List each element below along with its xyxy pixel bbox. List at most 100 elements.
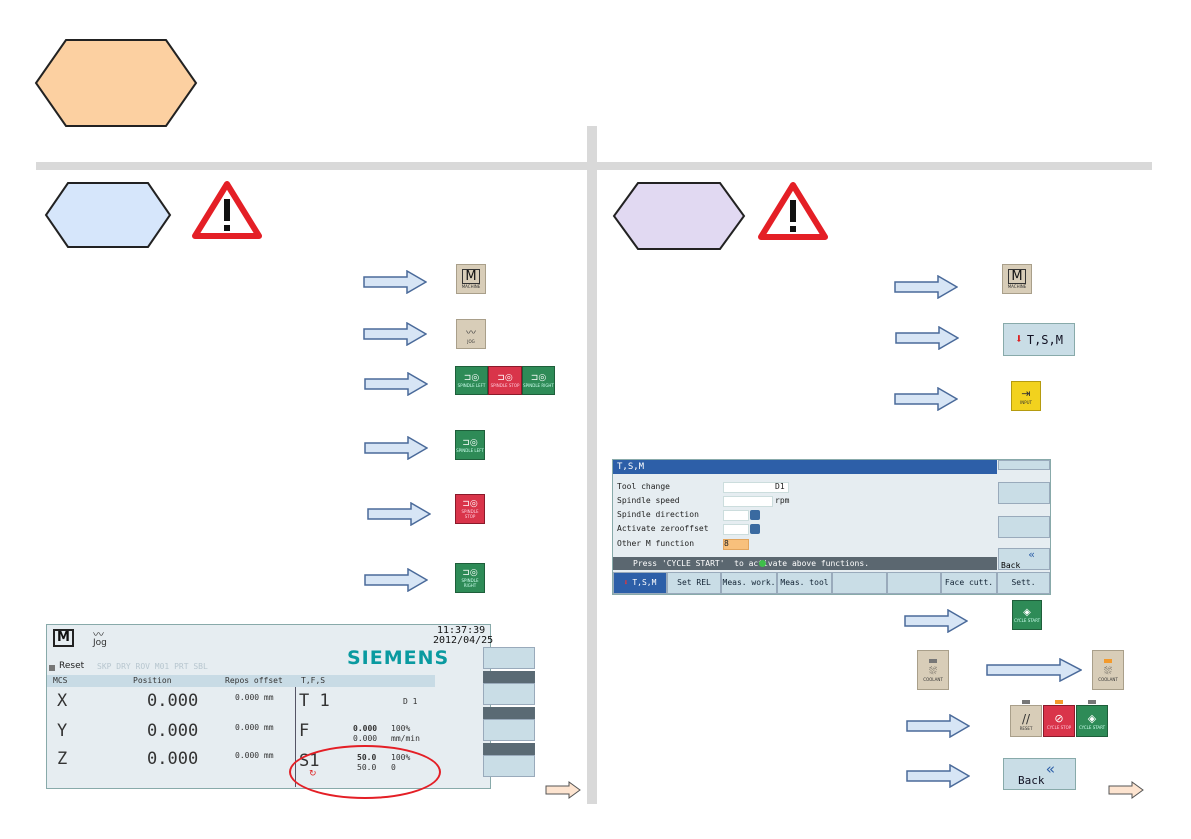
tool-icon: ⬇ [1015,332,1023,347]
coolant-label: COOLANT [923,676,943,682]
softkey-meas-tool[interactable]: Meas. tool [777,572,832,594]
cycle-start-label: CYCLE START [1013,618,1041,623]
arrow-right-icon [895,326,959,350]
cycle-start-button[interactable]: ◈ CYCLE START [1076,700,1108,737]
back-label: Back [1001,561,1021,570]
spindle-icon: ⊐◎ [462,568,478,578]
vertical-softkey[interactable] [483,755,535,777]
machine-button[interactable]: M MACHINE [456,264,486,294]
next-page-arrow-icon[interactable] [545,781,581,799]
spindle-left-label: SPINDLE LEFT [456,447,484,453]
back-button[interactable]: « Back [1003,758,1076,790]
m-function-input[interactable] [723,539,749,550]
machine-label: MACHINE [1007,284,1027,289]
back-label: Back [1018,774,1045,787]
axis-repos: 0.000 mm [235,723,274,732]
softkey-set-rel[interactable]: Set REL [667,572,721,594]
axis-position: 0.000 [147,749,199,769]
vertical-softkey[interactable] [998,482,1050,504]
input-button[interactable]: ⇥ INPUT [1011,381,1041,411]
coolant-icon: ⛆ [929,665,937,677]
coolant-icon: ⛆ [1104,665,1112,677]
reset-button[interactable]: // RESET [1010,700,1042,737]
tool-change-input[interactable] [723,482,789,493]
jog-button[interactable]: 〰 JOG [456,319,486,349]
field-value: D1 [775,482,785,491]
softkey-meas-work[interactable]: Meas. work. [721,572,777,594]
softkey-tsm[interactable]: ⬇T,S,M [613,572,667,594]
coolant-label: COOLANT [1098,676,1118,682]
input-icon: ⇥ [1021,387,1031,400]
cycle-start-button[interactable]: ◈ CYCLE START [1012,600,1042,630]
hint-bar [613,557,997,570]
arrow-right-icon [906,714,970,738]
feed-value-actual: 0.000 [353,734,378,743]
arrow-right-icon [894,275,958,299]
spindle-speed-input[interactable] [723,496,773,507]
header-repos: Repos offset [225,676,283,685]
header-mcs: MCS [53,676,68,685]
led-on-indicator [1104,658,1112,663]
tsm-label: T,S,M [1026,332,1063,347]
led-off-indicator [929,658,937,663]
reset-label: RESET [1019,725,1033,731]
tool-icon: ⬇ [623,578,629,587]
jog-icon: 〰 [93,628,104,641]
cycle-stop-button[interactable]: ⊘ CYCLE STOP [1043,700,1075,737]
vertical-softkey[interactable] [483,683,535,705]
spindle-right-button[interactable]: ⊐◎ SPINDLE RIGHT [455,563,485,593]
column-divider [295,687,296,787]
led-indicator [1055,700,1063,704]
highlight-ellipse [289,745,441,799]
spindle-stop-button[interactable]: ⊐◎ SPINDLE STOP [488,366,522,395]
axis-repos: 0.000 mm [235,693,274,702]
coolant-button[interactable]: ⛆ COOLANT [1092,650,1124,690]
softkey-face-cutt[interactable]: Face cutt. [941,572,997,594]
table-header-bar [47,675,435,687]
spindle-icon: ⊐◎ [462,437,478,448]
back-softkey[interactable]: « Back [998,548,1050,570]
spindle-stop-button[interactable]: ⊐◎ SPINDLE STOP [455,494,485,524]
reset-icon: // [1021,711,1031,726]
warning-icon [758,182,828,240]
header-position: Position [133,676,172,685]
axis-name: X [57,691,68,711]
next-page-arrow-icon[interactable] [1108,781,1144,799]
spindle-direction-input[interactable] [723,510,749,521]
led-indicator [1088,700,1096,704]
softkey-empty[interactable] [832,572,887,594]
jog-label: Jog [93,638,107,648]
machine-button[interactable]: M MACHINE [1002,264,1032,294]
tsm-title-bar [613,460,997,474]
back-chevron-icon: « [1046,760,1056,778]
coolant-button[interactable]: ⛆ COOLANT [917,650,949,690]
spindle-left-button[interactable]: ⊐◎ SPINDLE LEFT [455,366,488,395]
mode-icon: M [53,629,74,647]
arrow-right-icon [894,387,958,411]
date-readout: 2012/04/25 [433,635,494,646]
right-hexagon [612,182,746,250]
axis-repos: 0.000 mm [235,751,274,760]
toggle-icon[interactable] [750,510,760,520]
axis-name: Z [57,749,68,769]
vertical-softkey[interactable] [483,647,535,669]
toggle-icon[interactable] [750,524,760,534]
led-indicator [1022,700,1030,704]
vertical-softkey[interactable] [998,516,1050,538]
vertical-softkey[interactable] [998,460,1050,470]
arrow-right-icon [364,436,428,460]
softkey-empty[interactable] [887,572,941,594]
tool-readout: T 1 [299,691,330,711]
vertical-divider [587,126,597,804]
cycle-start-icon: ◈ [1023,607,1031,618]
cycle-start-label: CYCLE START [1078,725,1106,730]
arrow-right-icon [906,764,970,788]
spindle-right-button[interactable]: ⊐◎ SPINDLE RIGHT [522,366,555,395]
spindle-left-button[interactable]: ⊐◎ SPINDLE LEFT [455,430,485,460]
tsm-softkey-button[interactable]: ⬇ T,S,M [1003,323,1075,356]
softkey-sett[interactable]: Sett. [997,572,1050,594]
zerooffset-input[interactable] [723,524,749,535]
field-unit: rpm [775,496,790,505]
machine-label: MACHINE [461,284,481,289]
vertical-softkey[interactable] [483,719,535,741]
